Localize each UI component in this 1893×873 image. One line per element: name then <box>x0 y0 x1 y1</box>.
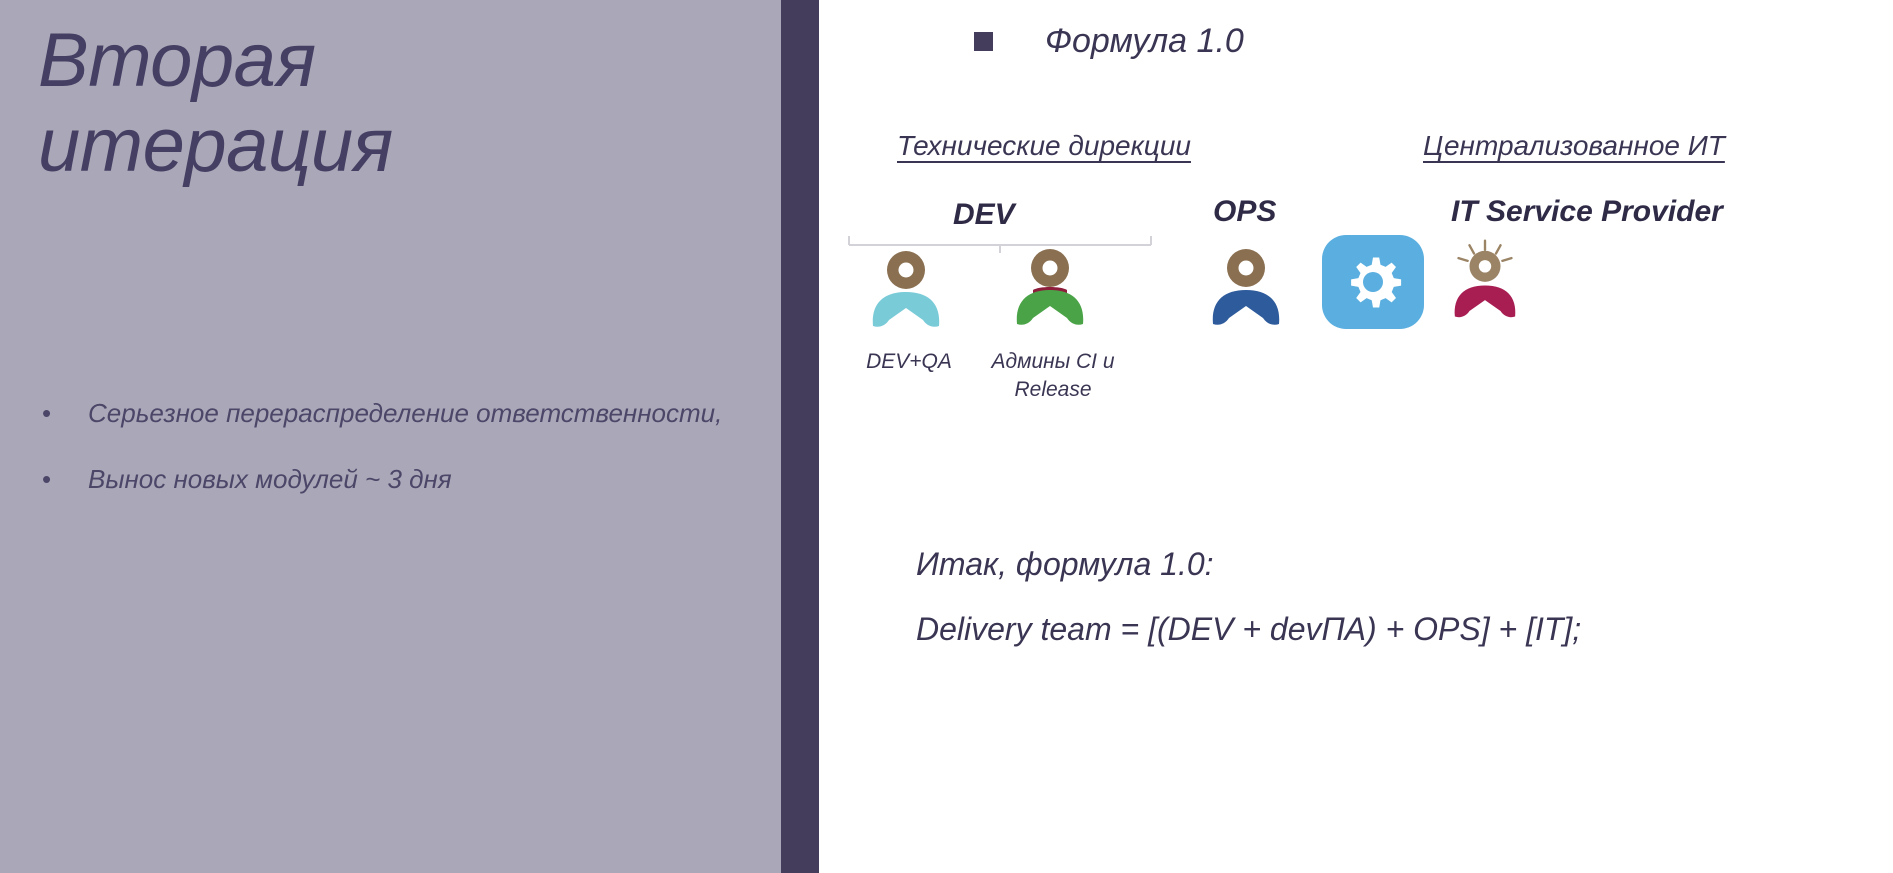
column-title-it-service-provider: IT Service Provider <box>1451 195 1723 228</box>
page-title-line-2: итерация <box>38 103 393 189</box>
person-icon-ops <box>1212 249 1280 325</box>
closing-formula-block: Итак, формула 1.0: Delivery team = [(DEV… <box>916 546 1836 648</box>
icon-caption-dev-qa: DEV+QA <box>866 350 952 373</box>
square-bullet-icon <box>974 32 993 51</box>
list-item: • Серьезное перераспределение ответствен… <box>38 395 728 433</box>
closing-line-formula: Delivery team = [(DEV + devПА) + OPS] + … <box>916 611 1582 647</box>
column-title-dev: DEV <box>953 198 1015 231</box>
bullet-list: • Серьезное перераспределение ответствен… <box>38 395 728 526</box>
person-icon-admins-ci-release <box>1016 249 1084 325</box>
list-item: • Вынос новых модулей ~ 3 дня <box>38 461 728 499</box>
right-panel: Формула 1.0 Технические дирекции Централ… <box>819 0 1893 873</box>
dev-bracket-icon <box>848 236 1152 253</box>
panel-divider <box>781 0 819 873</box>
group-label-centralized: Централизованное ИТ <box>1423 130 1725 161</box>
page-title-line-1: Вторая <box>38 18 316 103</box>
bullet-icon: • <box>42 398 52 428</box>
icon-caption-admins: Админы CI и Release <box>991 350 1115 402</box>
group-label-technical: Технические дирекции <box>897 130 1191 161</box>
person-icon-it-service-provider <box>1454 239 1516 318</box>
closing-line-intro: Итак, формула 1.0: <box>916 546 1214 582</box>
list-item-label: Вынос новых модулей ~ 3 дня <box>88 463 452 494</box>
page-title: Вторая итерация <box>38 18 738 188</box>
formula-heading: Формула 1.0 <box>974 22 1244 61</box>
column-title-ops: OPS <box>1213 195 1277 228</box>
bullet-icon: • <box>42 463 52 494</box>
list-item-label: Серьезное перераспределение ответственно… <box>88 398 723 428</box>
person-icon-dev-qa <box>872 251 940 327</box>
formula-heading-label: Формула 1.0 <box>1045 22 1244 60</box>
left-panel <box>0 0 781 873</box>
gear-icon <box>1322 235 1424 329</box>
